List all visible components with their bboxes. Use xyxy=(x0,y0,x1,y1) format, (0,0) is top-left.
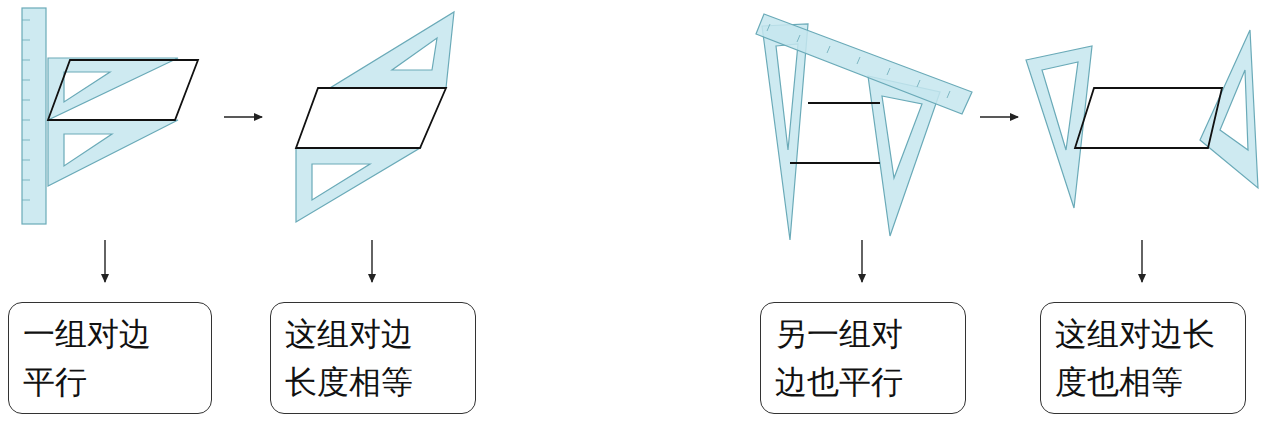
property-box: 另一组对 边也平行 xyxy=(760,302,966,414)
property-box: 一组对边 平行 xyxy=(8,302,212,414)
box-text: 这组对边长 度也相等 xyxy=(1055,310,1231,406)
box-text: 一组对边 平行 xyxy=(23,310,197,406)
property-box: 这组对边长 度也相等 xyxy=(1040,302,1246,414)
property-box: 这组对边 长度相等 xyxy=(270,302,476,414)
box-text: 这组对边 长度相等 xyxy=(285,310,461,406)
box-text: 另一组对 边也平行 xyxy=(775,310,951,406)
